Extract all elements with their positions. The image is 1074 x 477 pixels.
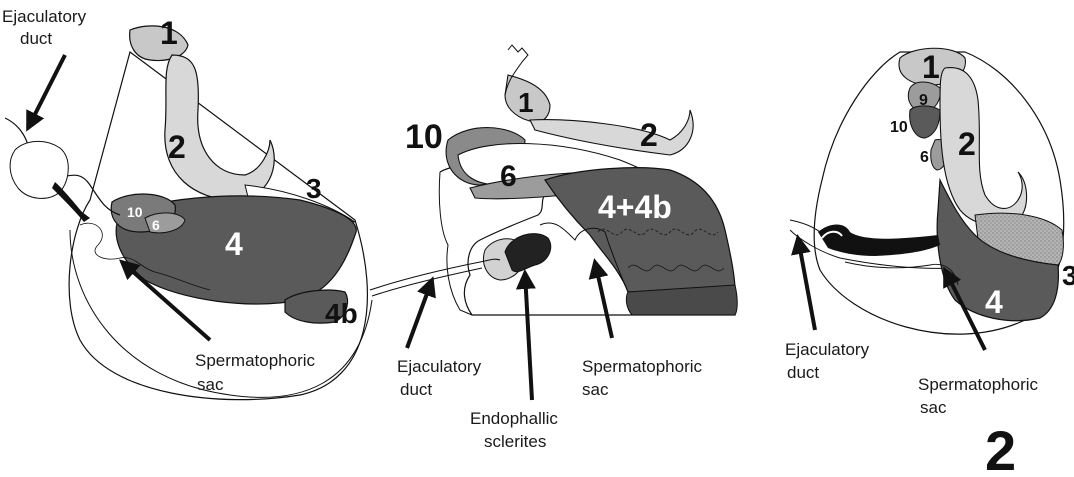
figure-panel-number: 2	[985, 419, 1016, 477]
left-num-6: 6	[152, 217, 160, 233]
right-label-duct: duct	[787, 363, 819, 382]
middle-num-10: 10	[405, 118, 443, 156]
right-num-1: 1	[922, 49, 940, 85]
left-num-2: 2	[168, 129, 186, 165]
left-num-1: 1	[160, 15, 178, 51]
middle-label-sac: sac	[582, 380, 609, 399]
left-num-4b: 4b	[325, 298, 358, 329]
right-panel: Ejaculatory duct Spermatophoric sac 1 9 …	[785, 48, 1074, 417]
left-panel: Ejaculatory duct Spermatophoric sac 1 2 …	[2, 7, 372, 400]
middle-arrow-duct	[407, 280, 432, 348]
middle-label-spermatophoric: Spermatophoric	[582, 357, 703, 376]
left-duct-sclerite	[52, 182, 90, 222]
right-label-sac: sac	[920, 398, 947, 417]
middle-label-duct: duct	[400, 380, 432, 399]
middle-num-2: 2	[640, 117, 658, 153]
right-label-ejaculatory: Ejaculatory	[785, 340, 870, 359]
right-num-3: 3	[1062, 260, 1074, 291]
middle-label-endophallic: Endophallic	[470, 409, 558, 428]
left-num-10: 10	[127, 204, 143, 220]
left-arrow-duct	[28, 55, 65, 128]
middle-label-ejaculatory: Ejaculatory	[397, 357, 482, 376]
left-label-sac: sac	[197, 375, 224, 394]
right-num-10: 10	[890, 119, 908, 136]
right-num-2: 2	[958, 126, 976, 162]
middle-num-4-4b: 4+4b	[598, 189, 672, 225]
right-num-9: 9	[919, 92, 928, 109]
middle-label-sclerites: sclerites	[484, 432, 546, 451]
left-num-3: 3	[306, 173, 322, 204]
right-num-6: 6	[920, 149, 929, 166]
right-label-spermatophoric: Spermatophoric	[918, 375, 1039, 394]
right-num-4: 4	[985, 284, 1003, 320]
left-num-4: 4	[225, 226, 243, 262]
left-label-ejaculatory: Ejaculatory	[2, 7, 87, 26]
left-label-duct: duct	[20, 29, 52, 48]
right-arrow-duct	[798, 238, 815, 330]
middle-num-1: 1	[518, 87, 534, 118]
left-label-spermatophoric: Spermatophoric	[195, 351, 316, 370]
middle-panel: Ejaculatory duct Endophallic sclerites S…	[370, 45, 737, 451]
middle-num-6: 6	[500, 160, 517, 193]
